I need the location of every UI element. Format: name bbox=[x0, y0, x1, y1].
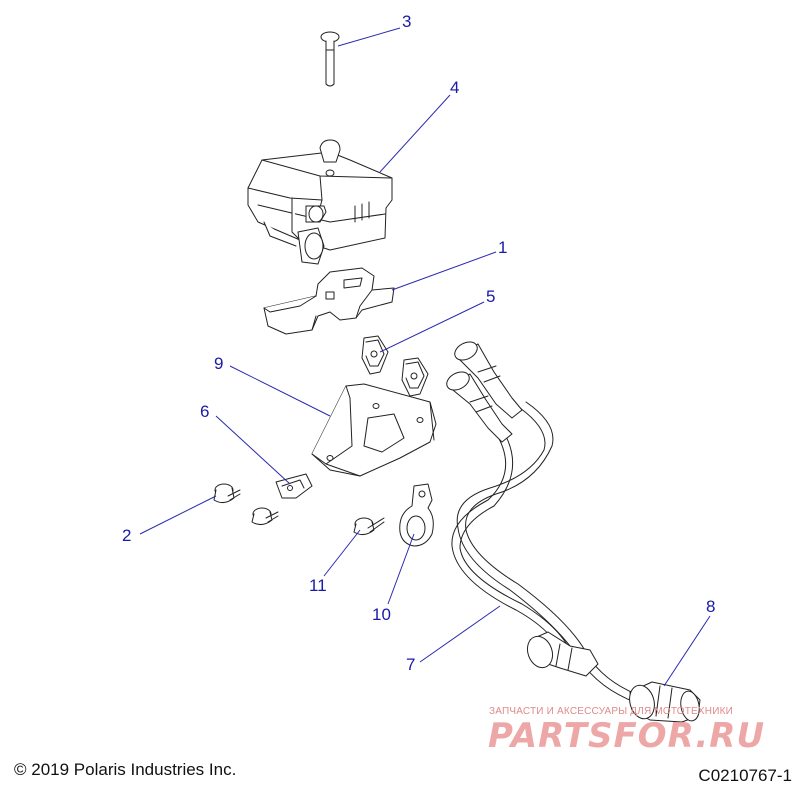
leader-line-1 bbox=[391, 251, 497, 291]
boot-part-8 bbox=[626, 682, 701, 722]
callout-2: 2 bbox=[122, 526, 132, 545]
bolt-part-11 bbox=[354, 518, 384, 535]
screw-part-3 bbox=[321, 32, 339, 86]
callout-9: 9 bbox=[214, 354, 224, 373]
bolt-part-2a bbox=[214, 484, 240, 503]
callout-4: 4 bbox=[450, 78, 460, 97]
callout-3: 3 bbox=[402, 12, 412, 31]
boot-upper-a bbox=[452, 338, 522, 418]
clip-nut-part-5b bbox=[402, 358, 428, 396]
drawing-number: C0210767-1 bbox=[698, 766, 792, 785]
mounting-bracket-part-9 bbox=[312, 384, 436, 476]
leader-line-10 bbox=[387, 533, 415, 605]
callout-1: 1 bbox=[498, 238, 508, 257]
leader-line-4 bbox=[379, 94, 451, 173]
callout-6: 6 bbox=[200, 402, 210, 421]
ignition-coil-part-4 bbox=[248, 140, 392, 264]
callout-10: 10 bbox=[372, 605, 391, 624]
watermark-logo: PARTSFOR.RU bbox=[488, 716, 766, 756]
copyright-text: © 2019 Polaris Industries Inc. bbox=[14, 760, 237, 779]
callout-8: 8 bbox=[706, 597, 716, 616]
leader-line-3 bbox=[337, 27, 401, 47]
callout-11: 11 bbox=[309, 576, 327, 595]
p-clamp-part-10 bbox=[400, 484, 434, 546]
boot-upper-b bbox=[444, 368, 512, 442]
leader-line-9 bbox=[229, 365, 331, 417]
clip-nut-part-5a bbox=[362, 336, 388, 374]
bolt-part-2b bbox=[252, 508, 278, 525]
callout-5: 5 bbox=[486, 287, 496, 306]
leader-line-5 bbox=[379, 301, 485, 353]
boot-lower-a bbox=[523, 632, 598, 676]
leader-line-8 bbox=[663, 615, 711, 687]
watermark-tagline: ЗАПЧАСТИ И АКСЕССУАРЫ ДЛЯ МОТОТЕХНИКИ bbox=[489, 706, 734, 717]
leader-line-7 bbox=[419, 605, 501, 663]
leader-line-2 bbox=[139, 495, 217, 535]
bracket-part-1 bbox=[264, 268, 394, 334]
leader-line-6 bbox=[215, 415, 291, 485]
clip-part-6 bbox=[276, 474, 312, 498]
callout-7: 7 bbox=[406, 655, 416, 674]
leader-line-11 bbox=[323, 529, 361, 577]
